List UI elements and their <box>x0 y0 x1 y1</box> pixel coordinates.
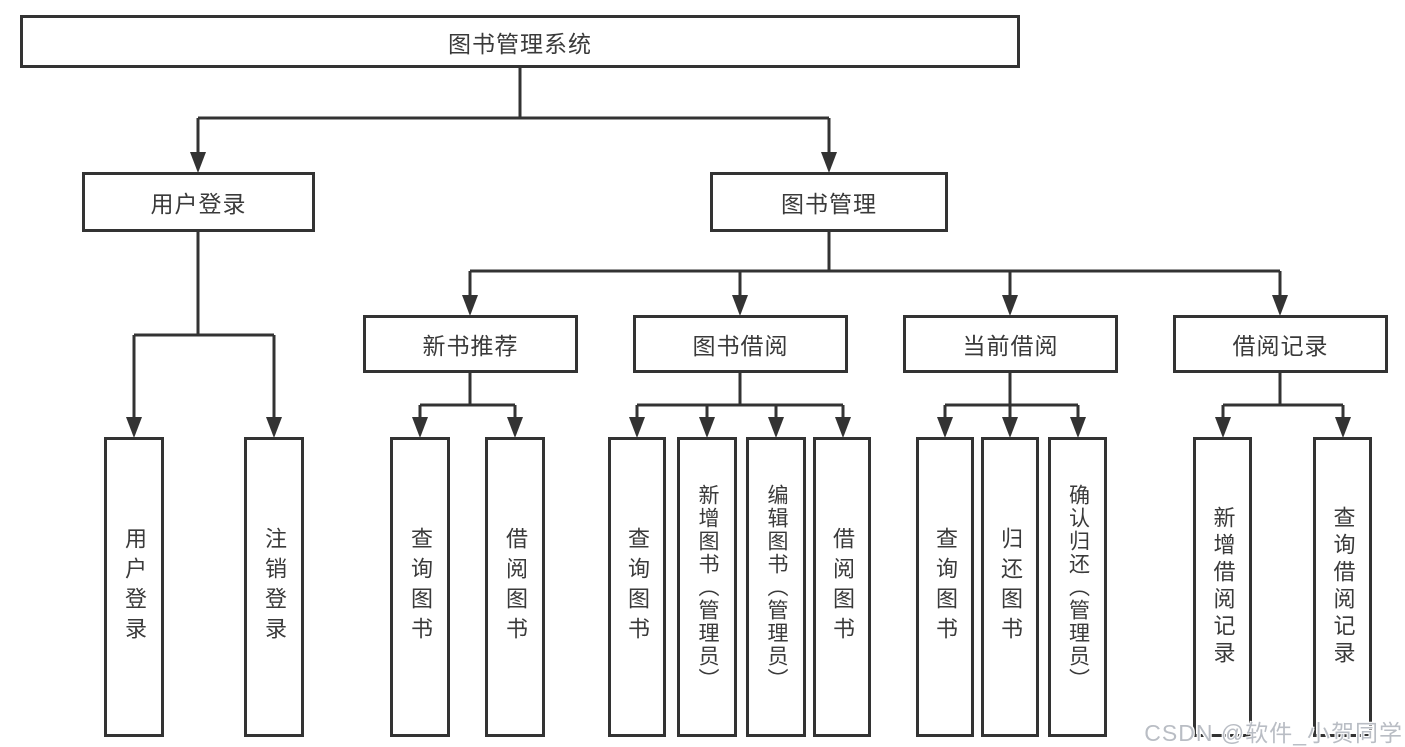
arrowhead <box>1002 295 1018 316</box>
arrowhead <box>768 417 784 438</box>
connector-book-management-branch <box>468 232 1282 303</box>
leaf-logout: 注销登录 <box>244 437 304 737</box>
node-book-management: 图书管理 <box>710 172 948 232</box>
node-new-book-recommend-label: 新书推荐 <box>422 333 519 359</box>
node-book-borrow: 图书借阅 <box>633 315 848 373</box>
connector-new-book-recommend-branch <box>418 373 517 425</box>
leaf-borrow-book: 借阅图书 <box>813 437 871 737</box>
leaf-return-book: 归还图书 <box>981 437 1039 737</box>
arrowhead <box>1335 417 1351 438</box>
node-borrow-record: 借阅记录 <box>1173 315 1388 373</box>
node-root-label: 图书管理系统 <box>448 30 592 57</box>
arrowhead <box>1215 417 1231 438</box>
node-current-borrow-label: 当前借阅 <box>962 333 1059 359</box>
leaf-logout-label: 注销登录 <box>262 527 287 647</box>
leaf-edit-book-admin: 编辑图书（管理员） <box>746 437 806 737</box>
leaf-user-login-label: 用户登录 <box>122 527 147 647</box>
node-root: 图书管理系统 <box>20 15 1020 68</box>
leaf-add-borrow-record: 新增借阅记录 <box>1193 437 1252 737</box>
leaf-add-book-admin: 新增图书（管理员） <box>677 437 737 737</box>
leaf-borrow-query-book: 查询图书 <box>608 437 666 737</box>
leaf-recommend-borrow-book: 借阅图书 <box>485 437 545 737</box>
arrowhead <box>462 295 478 316</box>
node-user-login-label: 用户登录 <box>150 191 247 217</box>
leaf-query-borrow-record: 查询借阅记录 <box>1313 437 1372 737</box>
leaf-recommend-query-book-label: 查询图书 <box>408 527 433 647</box>
connector-user-login-branch <box>132 232 276 425</box>
arrowhead <box>1002 417 1018 438</box>
arrowhead <box>699 417 715 438</box>
leaf-edit-book-admin-label: 编辑图书（管理员） <box>765 483 788 691</box>
node-new-book-recommend: 新书推荐 <box>363 315 578 373</box>
connector-borrow-record-branch <box>1221 373 1345 425</box>
leaf-recommend-query-book: 查询图书 <box>390 437 450 737</box>
leaf-return-book-label: 归还图书 <box>998 527 1023 647</box>
node-book-borrow-label: 图书借阅 <box>692 333 789 359</box>
connector-root-to-level2 <box>196 68 831 160</box>
leaf-confirm-return-admin: 确认归还（管理员） <box>1048 437 1107 737</box>
arrowhead <box>190 152 206 173</box>
leaf-current-query-book: 查询图书 <box>916 437 974 737</box>
node-borrow-record-label: 借阅记录 <box>1232 333 1329 359</box>
arrowhead <box>1272 295 1288 316</box>
connector-book-borrow-branch <box>635 373 845 425</box>
leaf-user-login: 用户登录 <box>104 437 164 737</box>
leaf-query-borrow-record-label: 查询借阅记录 <box>1330 506 1356 668</box>
arrowhead <box>1070 417 1086 438</box>
arrowhead <box>266 417 282 438</box>
connector-current-borrow-branch <box>943 373 1080 425</box>
leaf-borrow-book-label: 借阅图书 <box>830 527 855 647</box>
arrowhead <box>835 417 851 438</box>
arrowhead <box>126 417 142 438</box>
leaf-add-book-admin-label: 新增图书（管理员） <box>696 483 719 691</box>
arrowhead <box>937 417 953 438</box>
node-user-login: 用户登录 <box>82 172 315 232</box>
leaf-confirm-return-admin-label: 确认归还（管理员） <box>1066 483 1090 691</box>
node-book-management-label: 图书管理 <box>781 191 877 217</box>
arrowhead <box>821 152 837 173</box>
arrowhead <box>732 295 748 316</box>
arrowhead <box>629 417 645 438</box>
leaf-borrow-query-book-label: 查询图书 <box>625 527 650 647</box>
arrowhead <box>507 417 523 438</box>
node-current-borrow: 当前借阅 <box>903 315 1118 373</box>
arrowheads <box>126 152 1351 438</box>
arrowhead <box>412 417 428 438</box>
watermark: CSDN @软件_小贺同学 <box>1144 720 1403 746</box>
leaf-current-query-book-label: 查询图书 <box>933 527 958 647</box>
leaf-recommend-borrow-book-label: 借阅图书 <box>503 527 528 647</box>
leaf-add-borrow-record-label: 新增借阅记录 <box>1210 506 1236 668</box>
